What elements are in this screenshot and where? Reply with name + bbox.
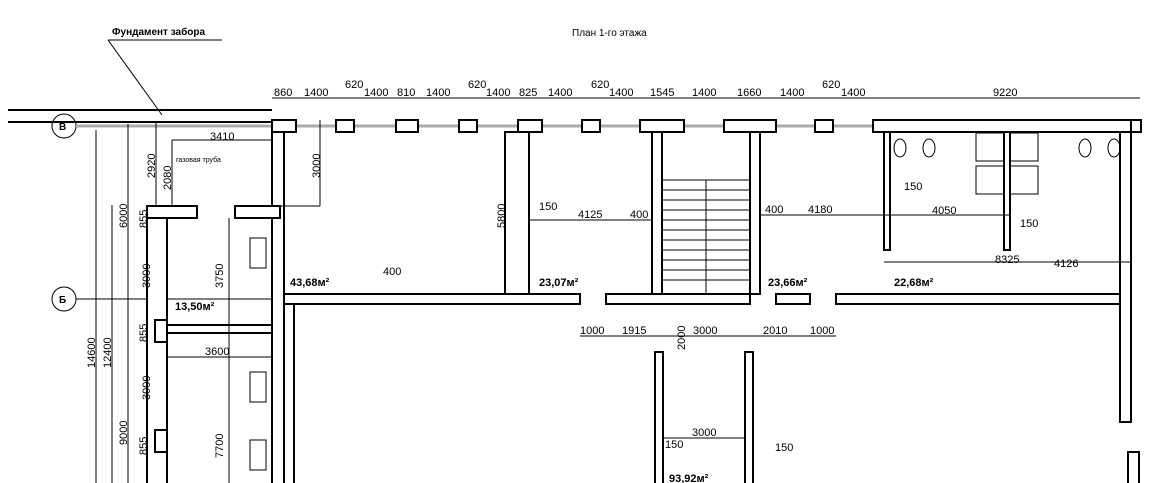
svg-text:620: 620 [822, 79, 840, 91]
svg-text:3410: 3410 [210, 131, 234, 143]
fence-label: Фундамент забора [112, 26, 206, 38]
svg-text:150: 150 [539, 201, 557, 213]
svg-text:23,07м²: 23,07м² [539, 277, 579, 289]
svg-text:1400: 1400 [364, 87, 388, 99]
svg-text:5800: 5800 [496, 204, 508, 228]
svg-text:3600: 3600 [205, 346, 229, 358]
sinks [249, 237, 267, 471]
svg-text:1915: 1915 [622, 325, 646, 337]
svg-text:В: В [59, 122, 66, 133]
svg-text:14600: 14600 [86, 337, 98, 368]
svg-text:газовая труба: газовая труба [176, 156, 221, 164]
svg-text:4050: 4050 [932, 205, 956, 217]
svg-text:3000: 3000 [693, 325, 717, 337]
svg-text:150: 150 [665, 439, 683, 451]
toilets [893, 138, 1121, 158]
svg-text:400: 400 [630, 209, 648, 221]
svg-text:2920: 2920 [146, 154, 158, 178]
svg-text:855: 855 [138, 210, 150, 228]
svg-text:1400: 1400 [841, 87, 865, 99]
svg-text:Б: Б [59, 295, 66, 306]
svg-text:23,66м²: 23,66м² [768, 277, 808, 289]
svg-text:860: 860 [274, 87, 292, 99]
svg-text:2000: 2000 [676, 326, 688, 350]
svg-text:150: 150 [775, 442, 793, 454]
axis-marker-v: В [51, 113, 77, 139]
svg-text:1400: 1400 [692, 87, 716, 99]
svg-text:1000: 1000 [580, 325, 604, 337]
axis-marker-b: Б [51, 286, 77, 312]
svg-text:620: 620 [345, 79, 363, 91]
left-dimensions: 3410 газовая труба 2920 2080 3000 6000 8… [86, 131, 323, 458]
svg-text:2010: 2010 [763, 325, 787, 337]
svg-text:4126: 4126 [1054, 258, 1078, 270]
svg-text:1400: 1400 [304, 87, 328, 99]
interior-dimensions: 400 5800 150 4125 400 1000 1915 3000 201… [383, 181, 1078, 454]
svg-text:400: 400 [765, 204, 783, 216]
svg-text:1545: 1545 [650, 87, 674, 99]
svg-text:12400: 12400 [102, 337, 114, 368]
svg-text:825: 825 [519, 87, 537, 99]
svg-text:1400: 1400 [609, 87, 633, 99]
svg-text:1400: 1400 [780, 87, 804, 99]
plan-title: План 1-го этажа [572, 28, 647, 39]
svg-text:6000: 6000 [118, 204, 130, 228]
svg-text:1660: 1660 [737, 87, 761, 99]
svg-text:150: 150 [1020, 218, 1038, 230]
walls [146, 119, 1142, 483]
svg-text:620: 620 [468, 79, 486, 91]
svg-text:2080: 2080 [162, 166, 174, 190]
svg-text:8325: 8325 [995, 254, 1019, 266]
showers [975, 132, 1039, 195]
fence-leader [107, 39, 163, 116]
svg-text:22,68м²: 22,68м² [894, 277, 934, 289]
svg-text:3000: 3000 [141, 264, 153, 288]
svg-text:1000: 1000 [810, 325, 834, 337]
svg-text:400: 400 [383, 266, 401, 278]
svg-text:150: 150 [904, 181, 922, 193]
svg-text:9000: 9000 [118, 421, 130, 445]
svg-text:4180: 4180 [808, 204, 832, 216]
svg-text:3000: 3000 [141, 376, 153, 400]
svg-text:7700: 7700 [214, 434, 226, 458]
svg-text:3750: 3750 [214, 264, 226, 288]
svg-text:1400: 1400 [548, 87, 572, 99]
svg-text:855: 855 [138, 437, 150, 455]
svg-text:1400: 1400 [426, 87, 450, 99]
svg-text:93,92м²: 93,92м² [669, 473, 709, 483]
left-dimension-lines [95, 120, 1010, 483]
svg-text:3000: 3000 [692, 427, 716, 439]
svg-text:1400: 1400 [486, 87, 510, 99]
svg-text:810: 810 [397, 87, 415, 99]
room-areas: 13,50м² 43,68м² 23,07м² 23,66м² 22,68м² … [175, 277, 934, 483]
svg-text:855: 855 [138, 324, 150, 342]
svg-text:620: 620 [591, 79, 609, 91]
svg-text:9220: 9220 [993, 87, 1017, 99]
svg-text:13,50м²: 13,50м² [175, 301, 215, 313]
svg-text:3000: 3000 [311, 154, 323, 178]
staircase [661, 179, 751, 295]
svg-text:4125: 4125 [578, 209, 602, 221]
svg-text:43,68м²: 43,68м² [290, 277, 330, 289]
